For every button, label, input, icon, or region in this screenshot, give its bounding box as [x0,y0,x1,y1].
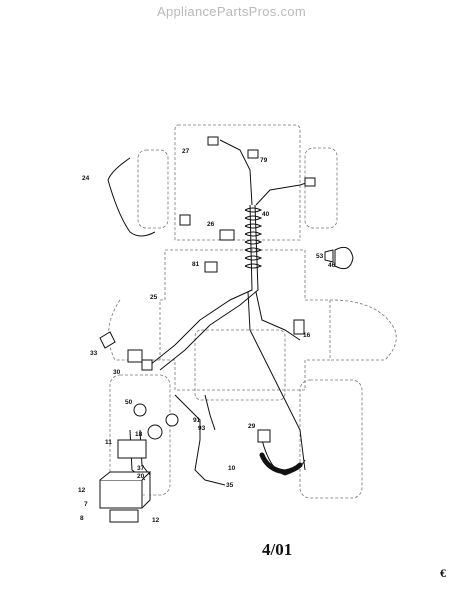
callout-93: 93 [198,425,206,432]
callout-37: 37 [137,465,145,472]
ignition-switch [147,424,163,440]
callout-27: 27 [182,148,190,155]
components [99,136,354,523]
corner-mark: € [440,566,446,580]
revision-date: 4/01 [262,540,293,559]
callout-35: 35 [226,482,234,489]
site-watermark: AppliancePartsPros.com [157,4,306,19]
callout-30: 30 [113,369,121,376]
callout-11: 11 [105,439,112,446]
callout-46: 46 [328,262,336,269]
callout-24: 24 [82,175,90,182]
callout-20: 20 [137,473,145,480]
callout-10: 10 [228,465,236,472]
callout-25: 25 [150,294,158,301]
callout-7: 7 [84,501,88,508]
starter-solenoid [117,439,147,459]
callout-53: 53 [316,253,324,260]
callout-16: 16 [303,332,311,339]
tractor-outline [108,124,397,499]
callout-40: 40 [262,211,270,218]
callout-81: 81 [192,261,200,268]
callout-79: 79 [260,157,268,164]
battery [99,479,143,509]
headlight [334,246,354,270]
callout-18: 18 [135,431,143,438]
callout-12-left: 12 [78,487,86,494]
callout-91: 91 [193,417,201,424]
callout-labels: 27 79 24 40 26 81 53 46 25 16 33 30 50 9… [78,148,336,524]
callout-50: 50 [125,399,133,406]
callout-8: 8 [80,515,84,522]
callout-26: 26 [207,221,215,228]
callout-12-right: 12 [152,517,160,524]
callout-33: 33 [90,350,98,357]
callout-29: 29 [248,423,256,430]
